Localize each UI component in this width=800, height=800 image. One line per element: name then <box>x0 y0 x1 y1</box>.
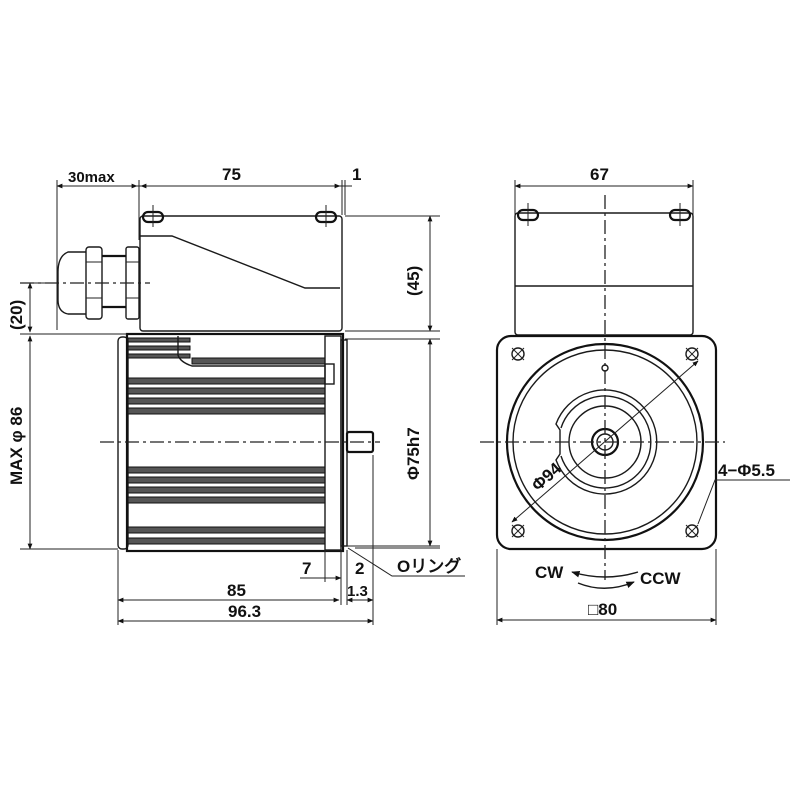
side-view <box>20 180 465 625</box>
ccw-arrow-icon <box>577 581 635 589</box>
mounting-hole-leader <box>697 479 790 525</box>
dim-body-length: 85 <box>227 581 246 600</box>
terminal-box <box>139 215 343 332</box>
dim-overall-length: 96.3 <box>228 602 261 621</box>
dim-terminal-box-width: 67 <box>590 165 609 184</box>
cw-arrow-icon <box>571 570 639 578</box>
rotation-ccw-label: CCW <box>640 569 682 588</box>
dim-offset: 1 <box>352 165 361 184</box>
dim-terminal-box-length: 75 <box>222 165 241 184</box>
o-ring-callout: Oリング <box>397 556 461 576</box>
front-view <box>480 180 790 625</box>
dim-gland-height: (20) <box>7 300 26 330</box>
dim-cable-gland: 30max <box>68 169 115 186</box>
o-ring-leader <box>347 547 465 577</box>
dim-flange-thickness: 7 <box>302 559 311 578</box>
dim-pilot-length: 2 <box>355 559 364 578</box>
motor-body <box>117 332 375 553</box>
terminal-box-front <box>514 212 694 336</box>
dim-bolt-circle: Φ94 <box>528 458 566 494</box>
dim-terminal-box-height: (45) <box>404 266 423 296</box>
mounting-hole-icon <box>511 347 699 538</box>
dim-body-diameter: MAX φ 86 <box>7 407 26 485</box>
dim-gap: 1.3 <box>347 583 368 600</box>
dim-pilot-diameter: Φ75h7 <box>404 427 423 480</box>
dim-mounting-holes: 4−Φ5.5 <box>718 461 775 480</box>
terminal-box-bevel <box>140 235 340 289</box>
dim-flange-square: □80 <box>588 600 617 619</box>
shaft <box>345 430 375 454</box>
rotation-cw-label: CW <box>535 563 564 582</box>
